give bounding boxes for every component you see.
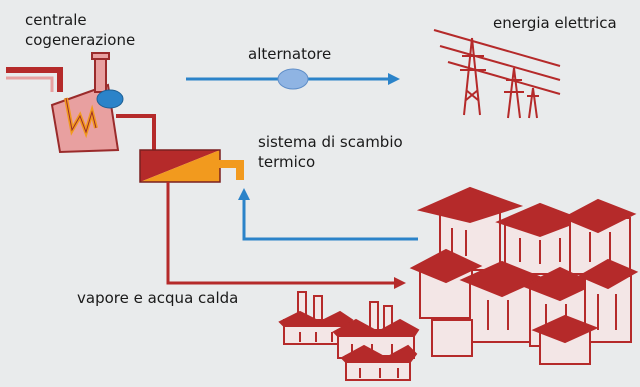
factories-icon	[278, 291, 420, 381]
exchanger-label-line1: sistema di scambio	[258, 133, 403, 151]
heat-exchanger-icon	[139, 149, 244, 183]
alternator-label: alternatore	[248, 45, 332, 63]
plant-label-line2: cogenerazione	[25, 31, 136, 49]
plant-label-line1: centrale	[25, 11, 87, 29]
fuel-input-pipe-inner	[6, 76, 54, 92]
power-pylons-icon	[433, 29, 561, 119]
return-water-arrow	[238, 188, 418, 241]
electricity-label: energia elettrica	[493, 14, 617, 32]
steam-flow-arrow	[166, 182, 406, 289]
alternator-node	[277, 68, 309, 90]
steam-label: vapore e acqua calda	[77, 289, 239, 307]
city-icon	[409, 186, 639, 365]
plant-alternator-node	[96, 89, 124, 109]
exchanger-label-line2: termico	[258, 153, 316, 171]
fuel-input-pipe	[6, 67, 63, 92]
plant-to-exchanger-pipe	[116, 114, 156, 150]
